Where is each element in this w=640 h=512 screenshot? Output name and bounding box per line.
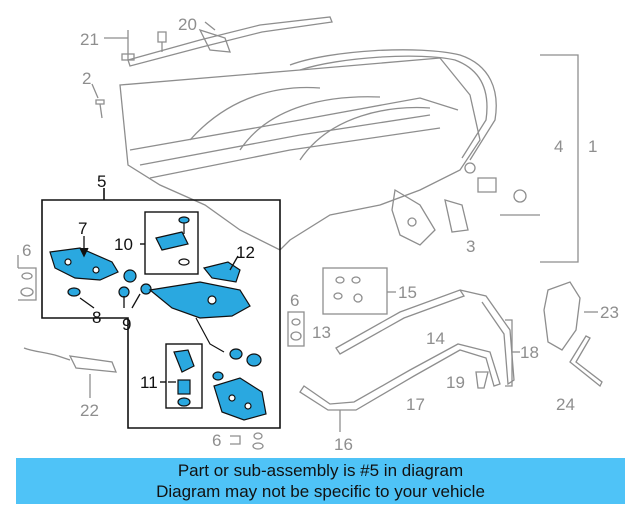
sub-assembly-5-box bbox=[41, 188, 281, 429]
callout-12: 12 bbox=[236, 243, 255, 262]
pivot-bracket-5 bbox=[213, 377, 267, 421]
callout-22: 22 bbox=[80, 401, 99, 420]
callout-9: 9 bbox=[122, 315, 131, 334]
main-linkage-5 bbox=[148, 281, 251, 353]
callout-17: 17 bbox=[406, 395, 425, 414]
callout-18: 18 bbox=[520, 343, 539, 362]
bolt-2 bbox=[91, 83, 105, 119]
sub-box-10 bbox=[140, 211, 199, 275]
callout-6-left: 6 bbox=[22, 241, 31, 260]
callout-6-bottom: 6 bbox=[212, 431, 221, 450]
bolts-center-5 bbox=[229, 348, 262, 367]
bushings-9 bbox=[118, 269, 152, 298]
callout-16: 16 bbox=[334, 435, 353, 454]
callout-3: 3 bbox=[466, 237, 475, 256]
info-banner: Part or sub-assembly is #5 in diagram Di… bbox=[16, 458, 625, 504]
callout-10: 10 bbox=[114, 235, 133, 254]
callout-6-middle: 6 bbox=[290, 291, 299, 310]
washer-8 bbox=[67, 287, 81, 297]
callout-11: 11 bbox=[140, 373, 158, 392]
callout-15: 15 bbox=[398, 283, 417, 302]
callout-1: 1 bbox=[588, 137, 597, 156]
callout-8: 8 bbox=[92, 308, 101, 327]
link-arm-12 bbox=[202, 261, 241, 283]
callout-21: 21 bbox=[80, 30, 99, 49]
soft-top-frame-assembly bbox=[119, 49, 579, 263]
callout-19: 19 bbox=[446, 373, 465, 392]
callout-2: 2 bbox=[82, 69, 91, 88]
callout-4: 4 bbox=[554, 137, 563, 156]
callout-23: 23 bbox=[600, 303, 619, 322]
weatherstrip-rail-20 bbox=[104, 16, 333, 67]
callout-labels: 20 21 2 4 1 3 5 7 10 12 6 8 9 11 6 15 13… bbox=[22, 15, 619, 454]
callout-20: 20 bbox=[178, 15, 197, 34]
callout-5: 5 bbox=[97, 172, 106, 191]
grey-parts-left bbox=[17, 255, 118, 398]
callout-13: 13 bbox=[312, 323, 331, 342]
sub-box-11 bbox=[160, 343, 203, 409]
actuator-10 bbox=[155, 216, 190, 266]
grey-parts-right bbox=[230, 267, 603, 450]
banner-line-2: Diagram may not be specific to your vehi… bbox=[156, 482, 485, 501]
banner-line-1: Part or sub-assembly is #5 in diagram bbox=[177, 461, 464, 480]
callout-14: 14 bbox=[426, 329, 445, 348]
bracket-11 bbox=[173, 349, 195, 407]
nut-5 bbox=[212, 371, 224, 381]
leader-lines-dark bbox=[79, 236, 239, 383]
callout-24: 24 bbox=[556, 395, 575, 414]
callout-7: 7 bbox=[78, 219, 87, 238]
